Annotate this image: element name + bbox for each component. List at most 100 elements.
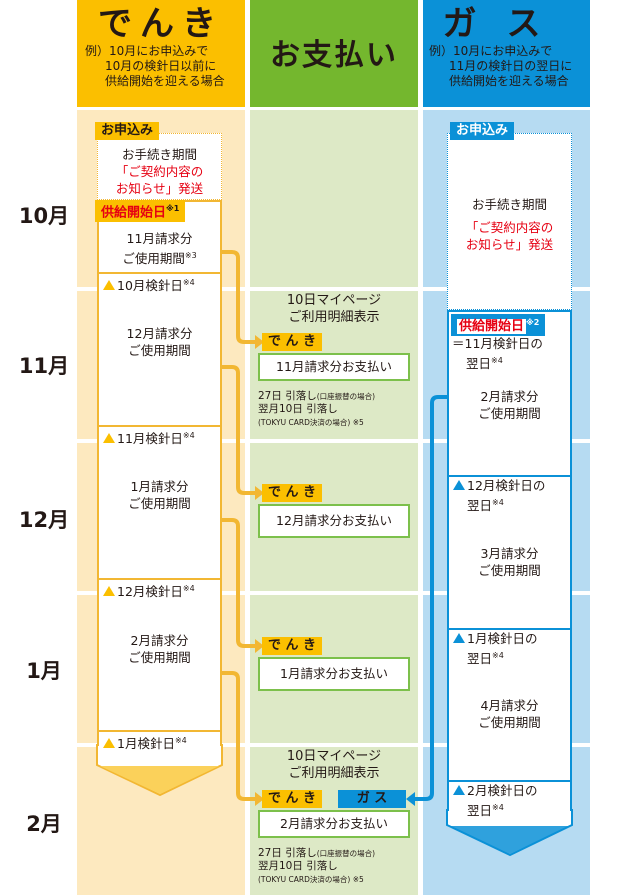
- month-divider: [77, 439, 590, 443]
- note-mark: ※5: [352, 418, 364, 427]
- debit-info: 27日 引落し(口座振替の場合) 翌月10日 引落し (TOKYU CARD決済…: [258, 847, 418, 886]
- period-line: ご使用期間: [478, 406, 541, 421]
- connector: [222, 518, 256, 648]
- period-line: ご使用期間: [128, 650, 191, 665]
- start-label: 供給開始日: [457, 319, 527, 335]
- period-line: 3月請求分: [480, 546, 539, 561]
- mypage-notice: 10日マイページご利用明細表示: [250, 292, 418, 326]
- denki-period: 12月請求分ご使用期間: [99, 325, 220, 359]
- denki-payment-tag: で ん き: [262, 484, 323, 502]
- connector: [222, 365, 256, 495]
- meter-label: 翌日: [467, 803, 493, 819]
- debit-line: 翌月10日 引落し: [258, 860, 338, 872]
- procedure-label: お手続き期間: [471, 197, 547, 212]
- month-divider: [77, 743, 590, 747]
- denki-usage-box: [97, 200, 222, 746]
- mypage-line: ご利用明細表示: [288, 310, 380, 325]
- start-label: 供給開始日: [101, 205, 167, 221]
- period-line: 1月請求分: [130, 479, 189, 494]
- gas-procedure-box: お手続き期間 「ご契約内容の お知らせ」発送: [447, 133, 572, 310]
- month-label: 12月: [18, 508, 70, 532]
- procedure-label: お手続き期間: [121, 147, 197, 162]
- note-mark: ※1: [166, 204, 180, 213]
- denki-payment-tag: で ん き: [262, 790, 323, 808]
- mypage-line: ご利用明細表示: [288, 766, 380, 781]
- gas-period: 4月請求分ご使用期間: [449, 697, 570, 731]
- denki-payment-tag: で ん き: [262, 637, 323, 655]
- triangle-marker-icon: [103, 280, 115, 291]
- month-label: 10月: [18, 204, 70, 228]
- denki-start-tag: 供給開始日※1: [95, 200, 186, 223]
- debit-note: (口座振替の場合): [316, 392, 376, 401]
- triangle-marker-icon: [453, 785, 465, 795]
- period-line: 4月請求分: [480, 698, 539, 713]
- denki-payment-tag: で ん き: [262, 333, 323, 351]
- example-line: 10月の検針日以前に: [105, 59, 217, 73]
- example-line: 供給開始を迎える場合: [105, 74, 225, 88]
- debit-note: (TOKYU CARD決済の場合): [258, 418, 351, 427]
- denki-meter-day: 12月検針日※4: [99, 578, 220, 600]
- example-line: 11月の検針日の翌日に: [449, 59, 573, 73]
- meter-label: 12月検針日: [117, 584, 183, 600]
- meter-label: 翌日: [467, 498, 493, 514]
- notice-line: お知らせ」発送: [115, 181, 204, 196]
- notice-line: 「ご契約内容の: [465, 220, 554, 235]
- notice-line: 「ご契約内容の: [115, 164, 204, 179]
- triangle-marker-icon: [453, 480, 465, 490]
- gas-apply-tag: お申込み: [450, 122, 515, 140]
- mypage-line: 10日マイページ: [286, 749, 382, 764]
- month-label: 11月: [18, 354, 70, 378]
- period-line: 2月請求分: [480, 389, 539, 404]
- debit-info: 27日 引落し(口座振替の場合) 翌月10日 引落し (TOKYU CARD決済…: [258, 390, 418, 429]
- period-line: ご使用期間: [478, 715, 541, 730]
- denki-period: 11月請求分ご使用期間※3: [99, 230, 220, 267]
- gas-period: 3月請求分ご使用期間: [449, 545, 570, 579]
- denki-title: でんき: [98, 4, 224, 44]
- debit-note: (TOKYU CARD決済の場合): [258, 875, 351, 884]
- note-mark: ※4: [182, 278, 195, 287]
- connector: [222, 250, 256, 344]
- meter-label: 12月検針日の: [467, 478, 546, 493]
- triangle-marker-icon: [453, 633, 465, 643]
- triangle-marker-icon: [103, 433, 115, 444]
- month-divider: [77, 287, 590, 291]
- payment-box: 11月請求分お支払い: [258, 353, 410, 381]
- gas-title: ガス: [442, 4, 571, 44]
- period-line: ご使用期間: [128, 496, 191, 511]
- gas-meter-day: 1月検針日の翌日※4: [449, 628, 570, 667]
- denki-period: 1月請求分ご使用期間: [99, 478, 220, 512]
- period-line: 12月請求分: [126, 326, 193, 341]
- mypage-line: 10日マイページ: [286, 293, 382, 308]
- denki-apply-tag: お申込み: [95, 122, 160, 140]
- note-mark: ※4: [174, 736, 187, 745]
- period-line: 11月請求分: [126, 231, 193, 246]
- gas-start-desc: ＝11月検針日の翌日※4: [452, 335, 570, 372]
- triangle-marker-icon: [103, 738, 115, 749]
- gas-header: ガス 例）10月にお申込みで 11月の検針日の翌日に 供給開始を迎える場合: [423, 0, 590, 107]
- note-mark: ※4: [492, 651, 504, 660]
- gas-meter-day: 2月検針日の翌日※4: [449, 780, 570, 819]
- note-mark: ※5: [352, 875, 364, 884]
- note-mark: ※3: [184, 251, 197, 260]
- payment-box: 1月請求分お支払い: [258, 657, 410, 691]
- note-mark: ※4: [182, 431, 195, 440]
- payment-box: 12月請求分お支払い: [258, 504, 410, 538]
- debit-note: (口座振替の場合): [316, 849, 376, 858]
- denki-period: 2月請求分ご使用期間: [99, 632, 220, 666]
- meter-label: 1月検針日: [117, 736, 175, 752]
- month-label: 1月: [26, 659, 62, 683]
- example-line: 例）10月にお申込みで: [429, 44, 553, 58]
- gas-usage-box: [447, 310, 572, 811]
- note-mark: ※2: [526, 318, 540, 327]
- example-line: 供給開始を迎える場合: [449, 74, 569, 88]
- gas-meter-day: 12月検針日の翌日※4: [449, 475, 570, 514]
- connector: [222, 671, 256, 801]
- mypage-notice: 10日マイページご利用明細表示: [250, 748, 418, 782]
- gas-example: 例）10月にお申込みで 11月の検針日の翌日に 供給開始を迎える場合: [423, 44, 590, 89]
- denki-meter-day: 1月検針日※4: [99, 730, 220, 752]
- period-line: ご使用期間: [128, 343, 191, 358]
- denki-header: でんき 例）10月にお申込みで 10月の検針日以前に 供給開始を迎える場合: [77, 0, 245, 107]
- note-mark: ※4: [492, 803, 504, 812]
- desc-line: ＝11月検針日の: [452, 336, 543, 351]
